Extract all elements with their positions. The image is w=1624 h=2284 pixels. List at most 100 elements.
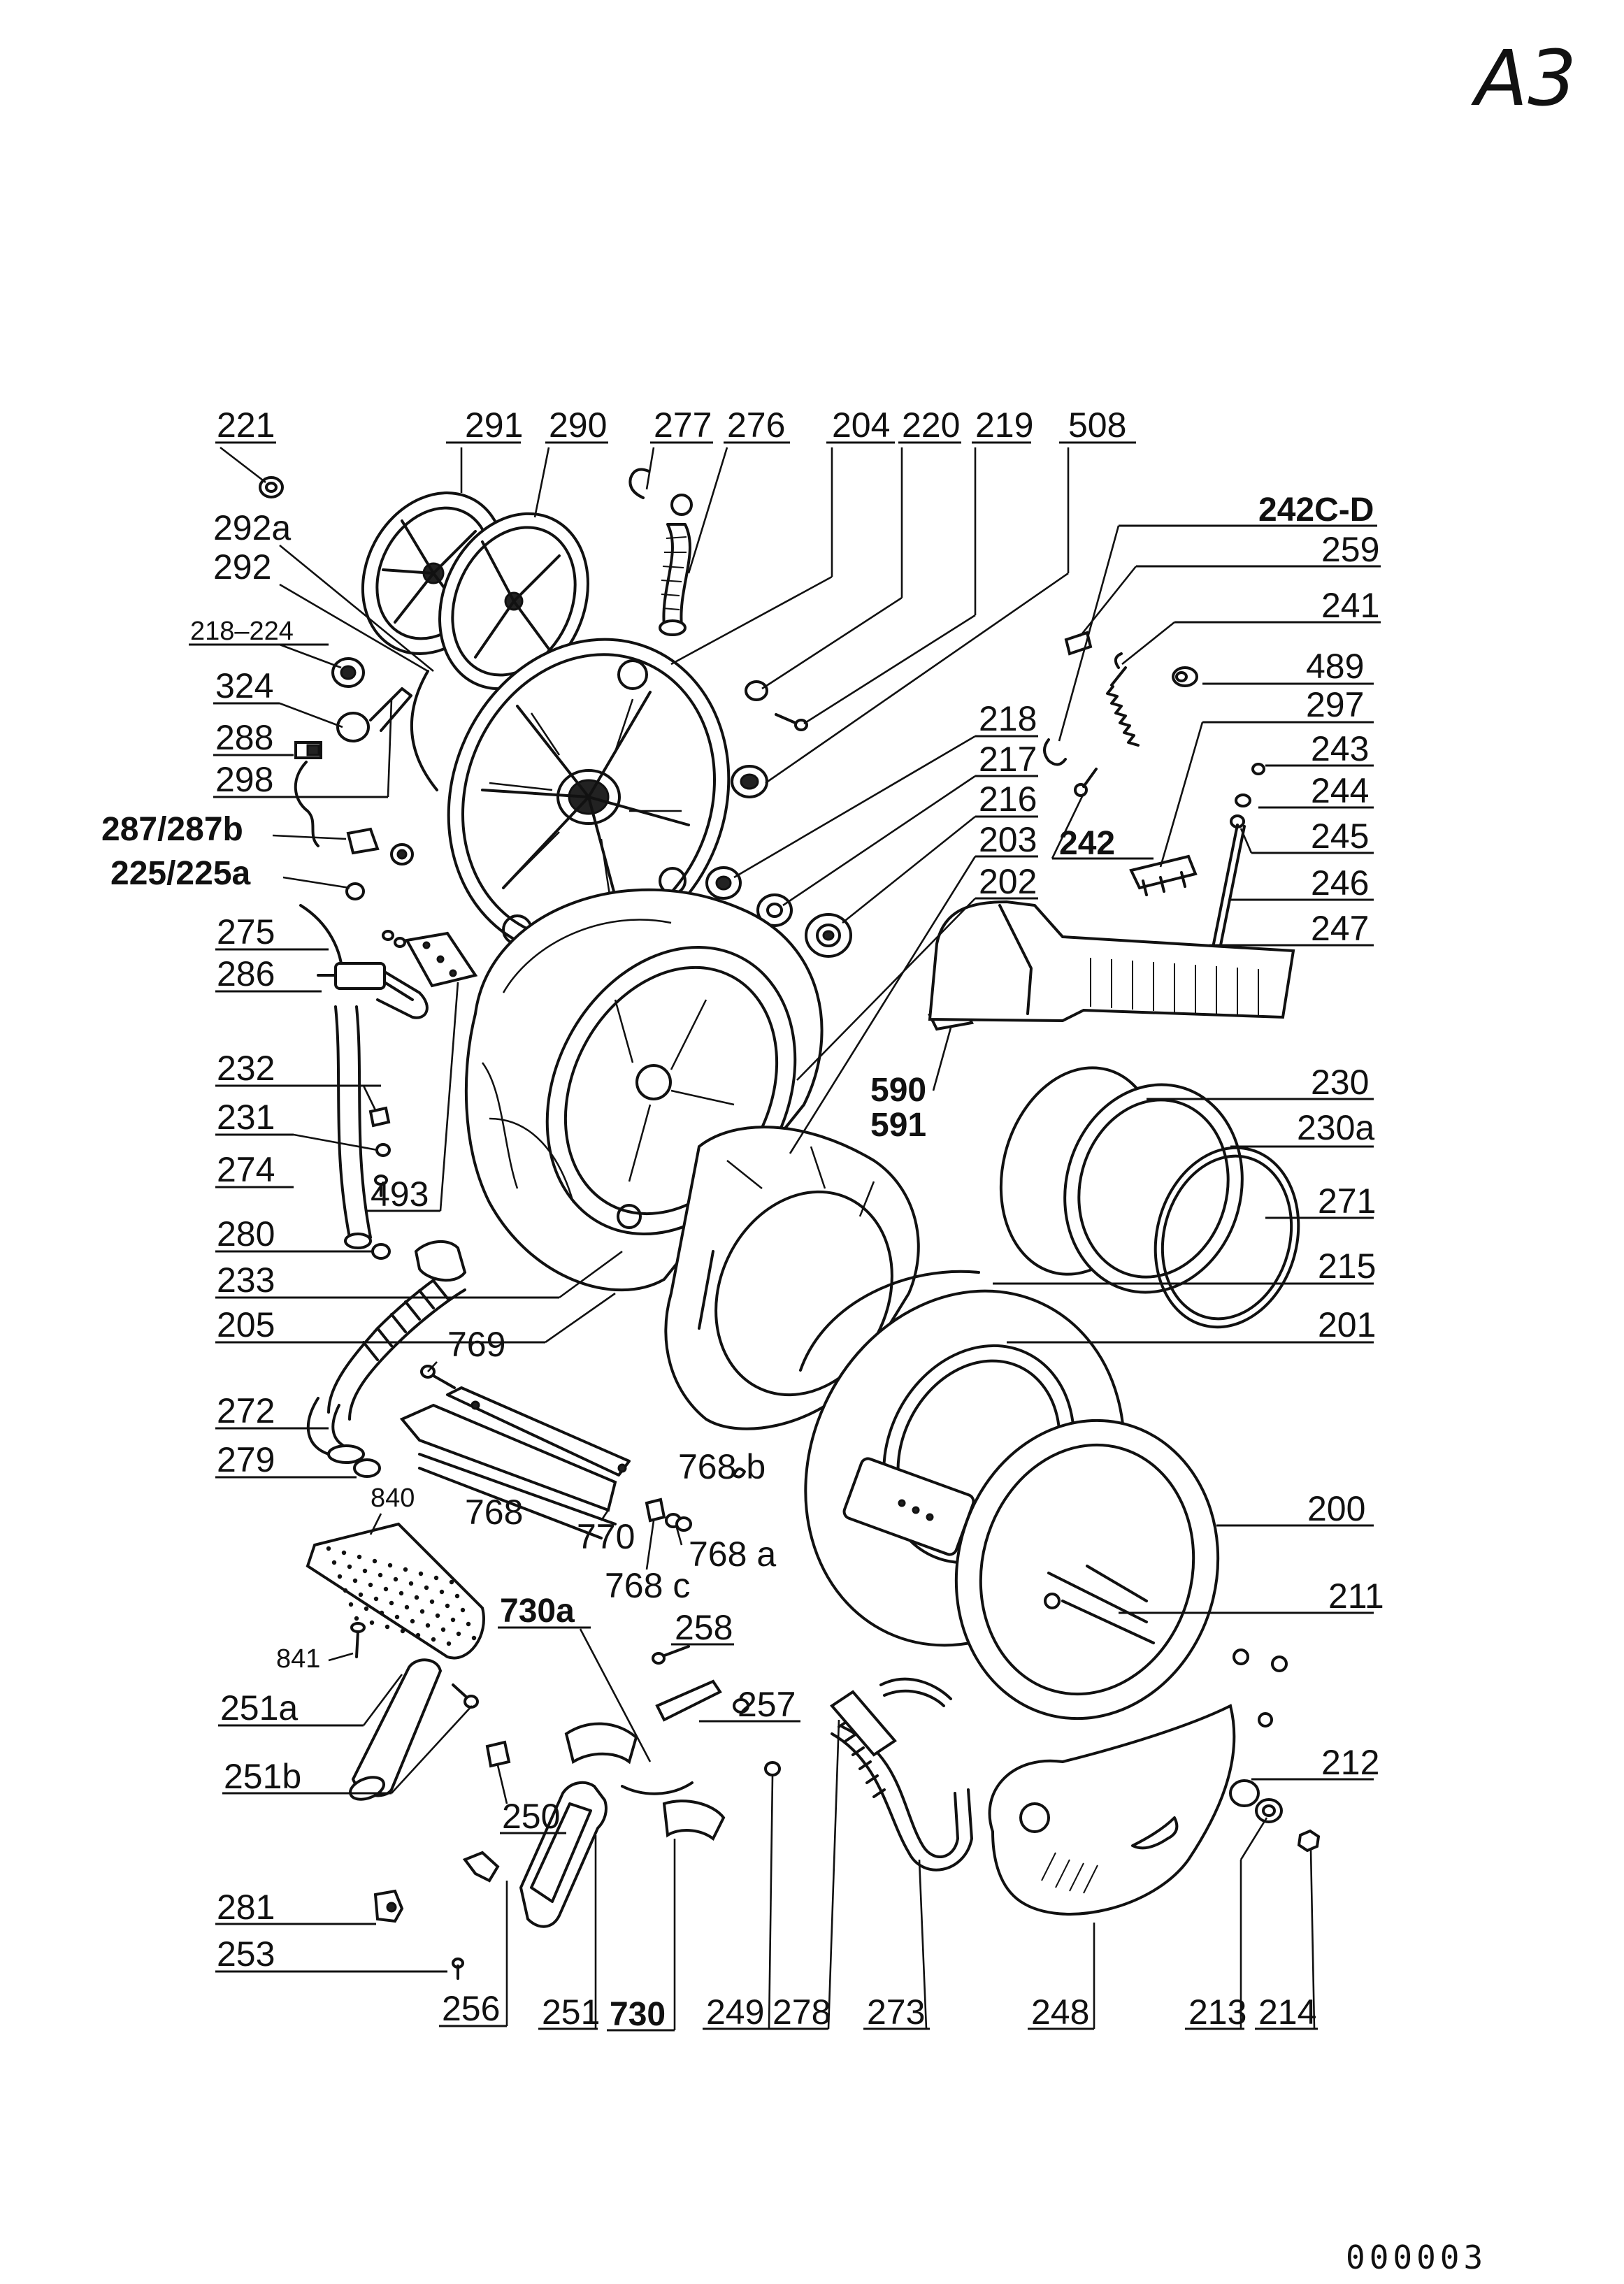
svg-text:248: 248 xyxy=(1031,1992,1089,2032)
svg-text:278: 278 xyxy=(773,1992,831,2032)
label-841: 841 xyxy=(276,1644,354,1674)
svg-text:214: 214 xyxy=(1258,1992,1316,2032)
label-213: 213 xyxy=(1185,1817,1268,2032)
svg-text:204: 204 xyxy=(832,405,890,445)
svg-text:493: 493 xyxy=(371,1175,429,1214)
part-768b xyxy=(733,1467,746,1479)
part-257-bracket xyxy=(655,1679,722,1722)
perforation-hole xyxy=(450,1617,456,1623)
label-221: 221 xyxy=(215,405,276,484)
part-250-plate xyxy=(485,1740,511,1768)
perforation-hole xyxy=(369,1620,375,1625)
label-273: 273 xyxy=(863,1859,930,2032)
svg-text:218–224: 218–224 xyxy=(190,617,294,646)
corner-mark: A3 xyxy=(1471,34,1576,123)
perforation-hole xyxy=(364,1606,369,1611)
label-251a: 251a xyxy=(218,1674,403,1728)
label-730: 730 xyxy=(607,1839,676,2033)
perforation-hole xyxy=(343,1588,348,1593)
label-248: 248 xyxy=(1028,1923,1095,2032)
label-211: 211 xyxy=(1119,1576,1384,1616)
label-493: 493 xyxy=(367,982,459,1214)
perforation-hole xyxy=(393,1576,398,1582)
label-279: 279 xyxy=(215,1440,357,1479)
svg-text:216: 216 xyxy=(979,780,1037,819)
label-247: 247 xyxy=(1209,909,1374,948)
perforation-hole xyxy=(387,1563,393,1568)
part-274-end xyxy=(344,1233,372,1249)
perforation-hole xyxy=(331,1560,337,1565)
parts-drawing xyxy=(259,468,1321,1980)
part-belt xyxy=(410,670,438,791)
part-249 xyxy=(764,1761,781,1776)
perforation-hole xyxy=(410,1618,415,1624)
svg-text:218: 218 xyxy=(979,699,1037,738)
svg-text:245: 245 xyxy=(1311,817,1369,856)
label-274: 274 xyxy=(215,1150,294,1189)
svg-text:225/225a: 225/225a xyxy=(110,855,251,892)
perforation-hole xyxy=(337,1574,343,1579)
part-248-counterweight xyxy=(988,1704,1236,1916)
part-730-clamp xyxy=(564,1722,726,1841)
perforation-hole xyxy=(439,1589,445,1595)
label-730a: 730a xyxy=(498,1593,652,1762)
part-256-clip xyxy=(462,1851,500,1883)
label-225-225a: 225/225a xyxy=(110,855,350,892)
svg-text:221: 221 xyxy=(217,405,275,445)
part-211-bolts xyxy=(1086,1565,1288,1728)
label-290: 290 xyxy=(533,405,608,518)
perforation-hole xyxy=(373,1596,379,1602)
part-287-287b xyxy=(346,827,380,855)
svg-text:768 a: 768 a xyxy=(689,1535,776,1574)
svg-text:249: 249 xyxy=(706,1992,764,2032)
svg-text:243: 243 xyxy=(1311,729,1369,768)
label-218: 218 xyxy=(733,699,1038,879)
perforation-hole xyxy=(435,1613,440,1618)
perforation-hole xyxy=(418,1571,424,1576)
label-200: 200 xyxy=(1216,1489,1374,1528)
part-233-elbow xyxy=(414,1240,467,1282)
svg-text:212: 212 xyxy=(1321,1743,1379,1782)
part-288 xyxy=(294,741,322,759)
perforation-hole xyxy=(354,1616,359,1621)
perforation-hole xyxy=(341,1550,347,1556)
part-203-tub-back xyxy=(447,638,731,956)
label-220: 220 xyxy=(761,405,961,690)
label-292: 292 xyxy=(213,547,429,673)
part-218-224 xyxy=(331,657,365,688)
part-298-wire xyxy=(294,761,319,847)
label-219: 219 xyxy=(803,405,1033,725)
svg-text:231: 231 xyxy=(217,1098,275,1137)
label-217: 217 xyxy=(782,740,1038,907)
label-233: 233 xyxy=(215,1250,623,1300)
svg-text:246: 246 xyxy=(1311,863,1369,903)
part-251-gasket xyxy=(519,1781,608,1928)
label-216: 216 xyxy=(842,780,1038,924)
label-241: 241 xyxy=(1121,586,1381,666)
label-212: 212 xyxy=(1251,1743,1379,1782)
svg-text:247: 247 xyxy=(1311,909,1369,948)
part-215-ring xyxy=(799,1270,980,1372)
svg-text:279: 279 xyxy=(217,1440,275,1479)
label-768c: 768 c xyxy=(605,1520,690,1605)
label-276: 276 xyxy=(687,405,790,574)
labels-layer: 221 291 290 277 276 204 xyxy=(101,405,1384,2033)
part-277-276-hose xyxy=(628,468,693,636)
svg-text:250: 250 xyxy=(502,1797,560,1836)
label-768a: 768 a xyxy=(675,1527,776,1574)
label-489: 489 xyxy=(1202,647,1374,686)
part-219-seal xyxy=(731,765,768,798)
perforation-hole xyxy=(415,1632,421,1638)
label-243: 243 xyxy=(1265,729,1374,768)
label-277: 277 xyxy=(645,405,713,490)
svg-text:257: 257 xyxy=(738,1685,796,1724)
svg-text:230a: 230a xyxy=(1297,1108,1374,1147)
part-212 xyxy=(1229,1779,1260,1807)
svg-text:591: 591 xyxy=(870,1107,926,1144)
perforation-hole xyxy=(362,1568,368,1574)
label-288: 288 xyxy=(213,718,294,757)
svg-text:203: 203 xyxy=(979,820,1037,859)
perforation-hole xyxy=(348,1602,354,1607)
svg-text:219: 219 xyxy=(975,405,1033,445)
part-281-foot xyxy=(373,1889,404,1923)
